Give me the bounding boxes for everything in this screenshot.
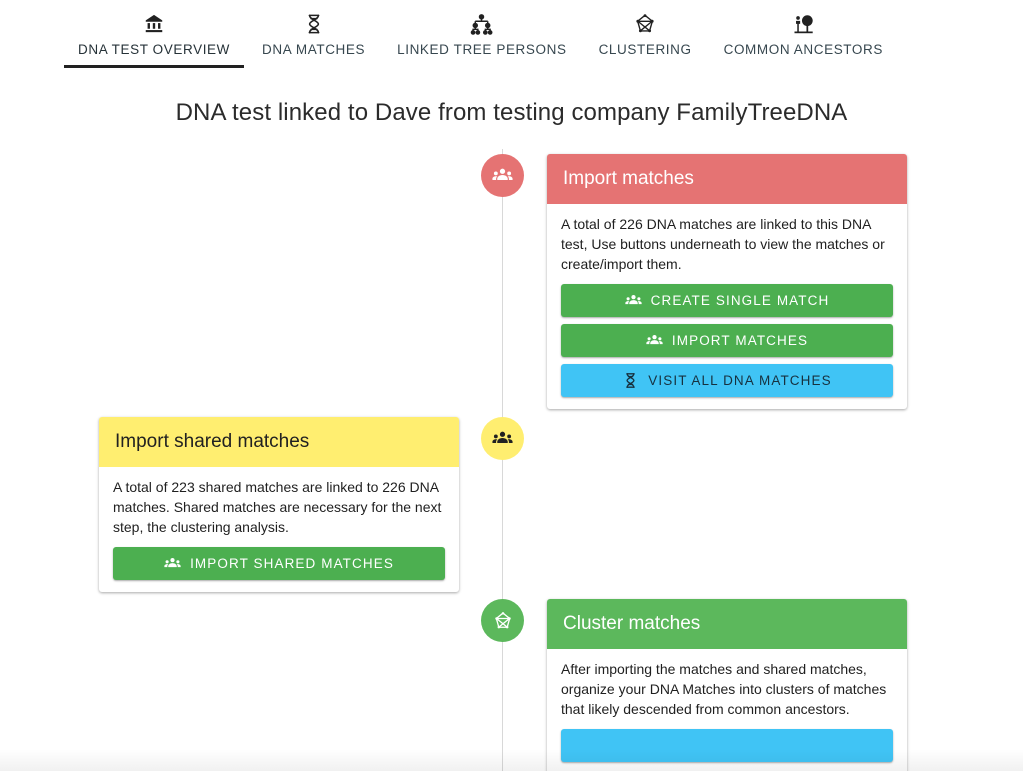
card-description: After importing the matches and shared m… <box>561 660 887 717</box>
tab-clustering[interactable]: CLUSTERING <box>583 0 708 75</box>
card-header: Import shared matches <box>99 417 459 467</box>
tab-label: DNA MATCHES <box>262 42 366 57</box>
timeline-marker-import-matches <box>481 154 524 197</box>
timeline-marker-cluster-matches <box>481 599 524 642</box>
tab-label: DNA TEST OVERVIEW <box>78 42 230 57</box>
card-cluster-matches: Cluster matches After importing the matc… <box>547 599 907 771</box>
tab-label: LINKED TREE PERSONS <box>397 42 567 57</box>
import-shared-matches-button[interactable]: IMPORT SHARED MATCHES <box>113 546 445 580</box>
card-body: A total of 226 DNA matches are linked to… <box>547 204 907 409</box>
card-header: Cluster matches <box>547 599 907 649</box>
button-label: CREATE SINGLE MATCH <box>650 292 830 308</box>
cluster-graph-icon <box>634 12 656 36</box>
tab-label: CLUSTERING <box>598 42 692 57</box>
timeline-vertical-line <box>502 149 503 771</box>
tab-common-ancestors[interactable]: COMMON ANCESTORS <box>708 0 899 75</box>
cluster-graph-icon <box>493 611 513 631</box>
card-body: A total of 223 shared matches are linked… <box>99 467 459 592</box>
people-group-icon <box>646 332 663 349</box>
button-label: IMPORT MATCHES <box>671 332 809 348</box>
card-description: A total of 226 DNA matches are linked to… <box>561 215 885 272</box>
card-import-matches: Import matches A total of 226 DNA matche… <box>547 154 907 409</box>
hierarchy-tree-icon <box>470 12 493 36</box>
create-single-match-button[interactable]: CREATE SINGLE MATCH <box>561 283 893 317</box>
people-group-icon <box>164 555 181 572</box>
card-body: After importing the matches and shared m… <box>547 649 907 771</box>
card-description: A total of 223 shared matches are linked… <box>113 478 442 535</box>
card-header: Import matches <box>547 154 907 204</box>
people-group-icon <box>492 428 513 449</box>
import-matches-button[interactable]: IMPORT MATCHES <box>561 323 893 357</box>
ancestor-tree-icon <box>792 12 815 36</box>
card-import-shared-matches: Import shared matches A total of 223 sha… <box>99 417 459 592</box>
timeline: Import matches A total of 226 DNA matche… <box>0 149 1023 771</box>
tab-label: COMMON ANCESTORS <box>723 42 883 57</box>
people-group-icon <box>492 165 513 186</box>
button-label: IMPORT SHARED MATCHES <box>190 555 394 571</box>
cluster-matches-action-button[interactable] <box>561 728 893 762</box>
tab-dna-matches[interactable]: DNA MATCHES <box>246 0 381 75</box>
page-title: DNA test linked to Dave from testing com… <box>175 99 848 126</box>
tab-linked-tree-persons[interactable]: LINKED TREE PERSONS <box>381 0 582 75</box>
people-group-icon <box>625 292 642 309</box>
dna-helix-icon <box>622 372 639 389</box>
button-label: VISIT ALL DNA MATCHES <box>648 372 832 388</box>
timeline-marker-import-shared-matches <box>481 417 524 460</box>
dna-helix-icon <box>303 12 325 36</box>
visit-all-dna-matches-button[interactable]: VISIT ALL DNA MATCHES <box>561 363 893 397</box>
main-navigation-tabs: DNA TEST OVERVIEW DNA MATCHES <box>0 0 1023 75</box>
tab-dna-test-overview[interactable]: DNA TEST OVERVIEW <box>62 0 246 75</box>
archive-building-icon <box>143 12 165 36</box>
